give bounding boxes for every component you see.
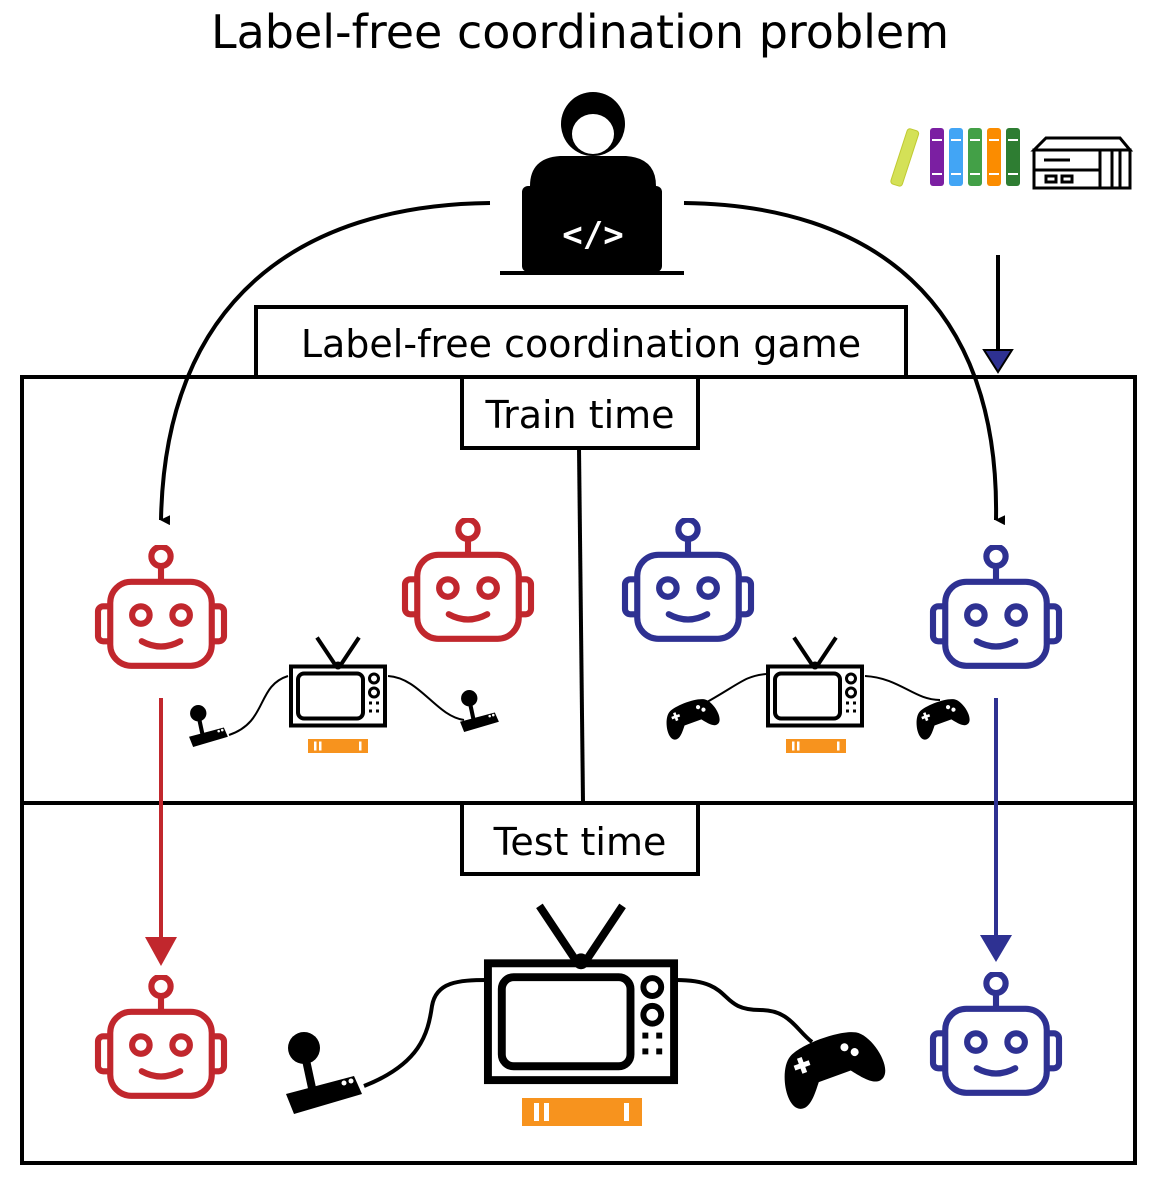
joystick-icon — [189, 705, 228, 747]
game-cartridge-icon — [308, 739, 368, 753]
joystick-icon — [286, 1032, 362, 1114]
train-label: Train time — [484, 393, 674, 437]
arrow-to-blue-agent — [683, 201, 1006, 526]
arrow-to-red-agent — [159, 201, 491, 526]
test-label: Test time — [493, 820, 667, 864]
red-robot-icon — [98, 547, 224, 666]
code-glyph: </> — [562, 215, 623, 255]
controller-cable — [864, 675, 941, 701]
game-label-box: Label-free coordination game — [254, 305, 908, 379]
joystick-icon — [460, 690, 499, 732]
controller-cable — [699, 673, 767, 707]
controller-cable — [387, 675, 465, 721]
books-icon — [890, 128, 1020, 187]
controller-cable — [228, 675, 289, 736]
diagram-title: Label-free coordination problem — [211, 5, 949, 59]
controller-cable — [675, 978, 814, 1044]
train-label-box: Train time — [460, 375, 700, 450]
game-cartridge-icon — [786, 739, 846, 753]
retro-tv-icon — [291, 638, 385, 726]
red-robot-icon — [98, 977, 224, 1096]
train-split-divider — [577, 447, 585, 804]
gamepad-icon — [912, 693, 970, 742]
test-label-box: Test time — [460, 801, 700, 876]
game-console-icon — [1030, 136, 1134, 190]
game-cartridge-icon — [522, 1098, 642, 1126]
gamepad-icon — [776, 1021, 886, 1112]
red-robot-icon — [405, 520, 531, 639]
retro-tv-icon — [488, 906, 674, 1080]
controller-cable — [363, 978, 489, 1088]
blue-robot-icon — [625, 520, 751, 639]
game-label: Label-free coordination game — [301, 322, 861, 366]
blue-robot-icon — [933, 547, 1059, 666]
retro-tv-icon — [768, 638, 862, 726]
gamepad-icon — [662, 693, 720, 742]
person-at-laptop-icon: </> — [500, 92, 684, 275]
blue-robot-icon — [933, 974, 1059, 1093]
